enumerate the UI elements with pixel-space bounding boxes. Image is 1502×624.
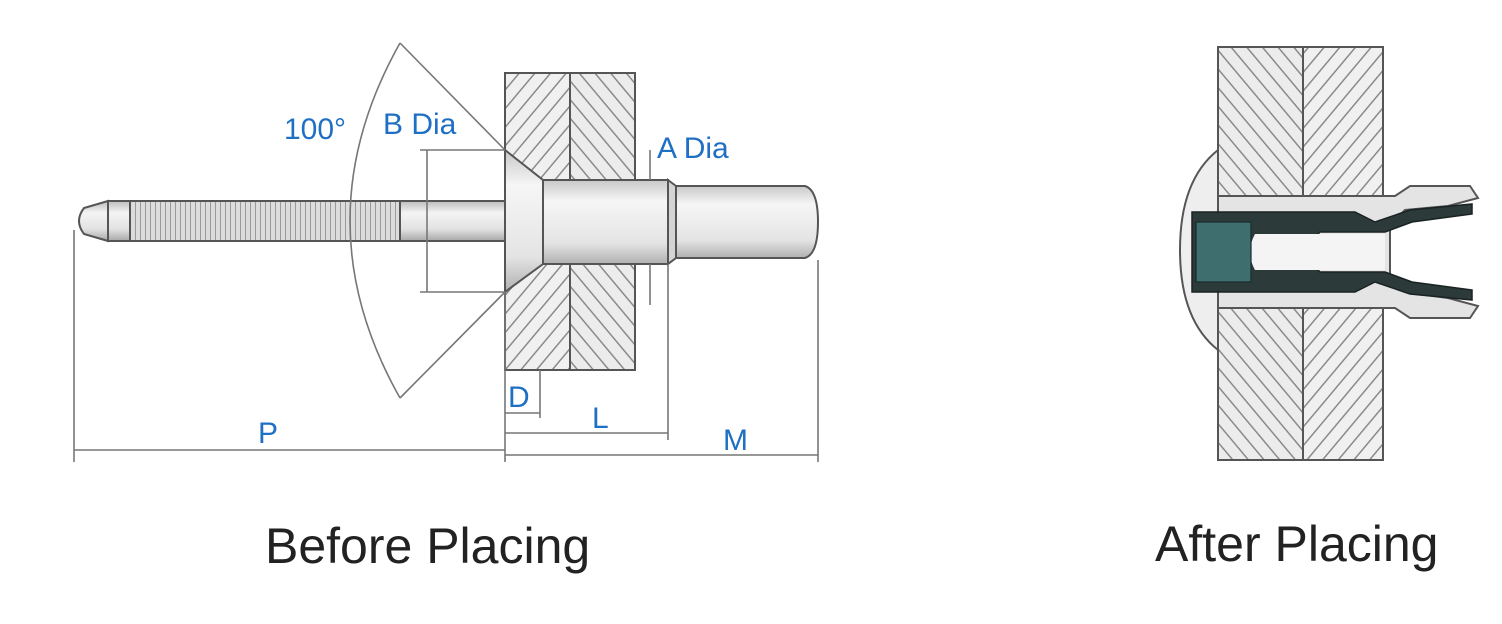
after-mandrel-head: [1195, 221, 1252, 283]
l-label: L: [592, 402, 609, 435]
after-placing-drawing: After Placing: [1155, 46, 1480, 572]
p-label: P: [258, 417, 278, 450]
a-dia-label: A Dia: [657, 132, 729, 165]
d-label: D: [508, 381, 530, 414]
angle-line-bottom: [399, 291, 506, 399]
rivet-tail: [675, 185, 820, 259]
after-placing-caption: After Placing: [1155, 516, 1438, 572]
m-label: M: [723, 424, 748, 457]
angle-line-top: [399, 42, 506, 151]
mandrel-knurled: [129, 200, 401, 242]
after-core-channel: [1250, 234, 1385, 270]
rivet-body: [542, 179, 669, 265]
mandrel-tip: [78, 199, 109, 243]
angle-label: 100°: [284, 113, 346, 146]
angle-arc: [349, 42, 401, 399]
before-placing-drawing: 100° B Dia A Dia D L P M Before Placing: [73, 42, 820, 574]
before-placing-caption: Before Placing: [265, 518, 590, 574]
mandrel-shank: [107, 200, 131, 242]
b-dia-label: B Dia: [383, 108, 457, 141]
mandrel-smooth: [399, 200, 506, 242]
rivet-body-end: [667, 178, 677, 266]
